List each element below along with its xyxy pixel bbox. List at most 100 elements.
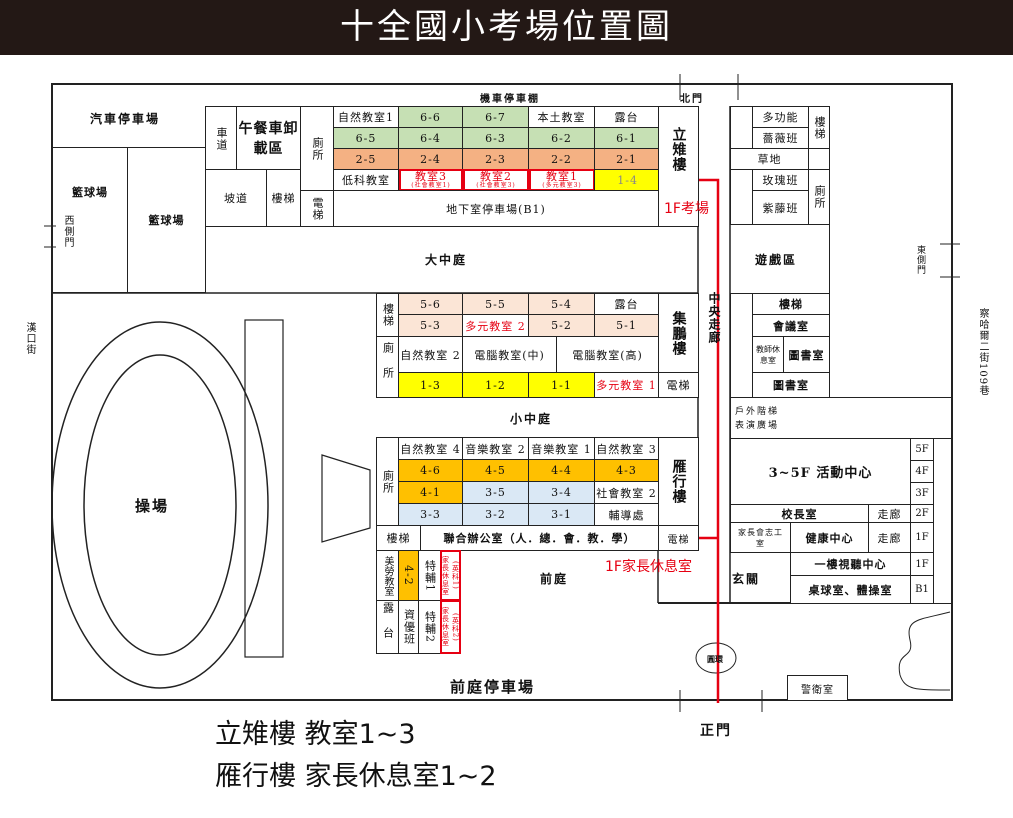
east-street: 察哈爾二街109巷 xyxy=(977,308,988,397)
hallway: 走廊 xyxy=(868,522,911,553)
guard-room: 警衛室 xyxy=(787,675,848,701)
toilet: 廁所 xyxy=(808,169,830,225)
exam-annotation: 1F考場 xyxy=(664,201,709,217)
room: 多元教室 2 xyxy=(462,314,529,337)
campus-boundary xyxy=(51,83,953,701)
exam-room-1[interactable]: 教室1(多元教室3) xyxy=(529,169,595,191)
exam-room-sub: (多元教室3) xyxy=(542,182,582,189)
floor-label: 4F xyxy=(910,460,934,483)
terrace: 露台 xyxy=(594,106,659,128)
big-courtyard: 大中庭 xyxy=(425,253,468,267)
exam-room-3[interactable]: 教室3(社會教室1) xyxy=(399,169,463,191)
west-street: 漢口街 xyxy=(24,322,35,355)
room: 紫藤班 xyxy=(752,190,809,225)
play-area: 遊戲區 xyxy=(755,253,798,267)
stage-shape xyxy=(321,454,371,543)
classroom: 2-1 xyxy=(594,148,659,170)
room: 多元教室 1 xyxy=(594,372,659,398)
motorcycle-shed: 機車停車棚 xyxy=(480,94,540,105)
teacher-lounge: 教師休息室 xyxy=(752,336,784,373)
room: 音樂教室 1 xyxy=(528,437,595,460)
front-parking: 前庭停車場 xyxy=(450,678,536,696)
parent-room-annotation: 1F家長休息室 xyxy=(605,559,692,575)
east-gate: 東側門 xyxy=(915,245,925,275)
parent-lounge-sub: (英科1) xyxy=(451,561,460,590)
empty-column xyxy=(933,438,952,604)
room: 薔薇班 xyxy=(752,127,809,149)
classroom: 6-7 xyxy=(462,106,529,128)
toilet: 廁所 xyxy=(376,336,399,398)
lawn: 草地 xyxy=(730,148,809,170)
legend-line-1: 立雉樓 教室1~3 xyxy=(215,719,416,750)
play-area-box xyxy=(730,224,830,294)
exam-room-2[interactable]: 教室2(社會教室3) xyxy=(463,169,529,191)
parent-lounge-sub: (英科2) xyxy=(451,612,460,642)
parent-lounge-label: 家長休息室 xyxy=(441,607,450,647)
classroom: 6-2 xyxy=(528,127,595,149)
toilet: 廁所 xyxy=(300,106,334,191)
floor-label: 3F xyxy=(910,482,934,505)
playground: 操場 xyxy=(135,497,170,515)
classroom: 1-1 xyxy=(528,372,595,398)
track-outer xyxy=(51,321,269,689)
classroom: 4-6 xyxy=(398,459,463,482)
classroom: 3-5 xyxy=(462,481,529,504)
liya-building: 立雉樓 xyxy=(658,106,699,227)
front-courtyard: 前庭 xyxy=(540,572,569,586)
room: 多功能 xyxy=(752,106,809,128)
art-room: 美勞教室 xyxy=(376,550,399,601)
basketball-court-2: 籃球場 xyxy=(127,147,206,293)
room: 玫瑰班 xyxy=(752,169,809,191)
empty-room xyxy=(730,169,753,225)
special-ed-room: 特輔1 xyxy=(418,550,441,601)
room: 本土教室 xyxy=(528,106,595,128)
floor-label: 2F xyxy=(910,504,934,523)
legend-line-2: 雁行樓 家長休息室1~2 xyxy=(215,761,497,792)
classroom: 4-1 xyxy=(398,481,463,504)
toilet: 廁所 xyxy=(376,437,399,526)
meeting-room: 會議室 xyxy=(752,314,830,337)
classroom: 5-5 xyxy=(462,293,529,315)
empty-room xyxy=(808,148,830,170)
parent-lounge-2[interactable]: 家長休息室(英科2) xyxy=(440,600,461,654)
parent-lounge-1[interactable]: 家長休息室(英科1) xyxy=(440,550,461,601)
room: 自然教室1 xyxy=(333,106,399,128)
classroom: 6-1 xyxy=(594,127,659,149)
classroom: 6-3 xyxy=(462,127,529,149)
entrance: 玄關 xyxy=(732,572,761,586)
room: 音樂教室 2 xyxy=(462,437,529,460)
classroom: 6-5 xyxy=(333,127,399,149)
room: 社會教室 2 xyxy=(594,481,659,504)
stairs: 樓梯 xyxy=(752,293,830,315)
floor-label: 5F xyxy=(910,438,934,461)
empty-room xyxy=(730,106,753,149)
classroom: 3-3 xyxy=(398,503,463,526)
main-gate[interactable]: 正門 xyxy=(700,723,732,739)
room: 自然教室 3 xyxy=(594,437,659,460)
classroom: 4-2 xyxy=(398,550,419,601)
classroom: 1-4 xyxy=(594,169,659,191)
driveway: 車道 xyxy=(205,106,237,170)
room: 自然教室 2 xyxy=(398,336,463,373)
exam-room-sub: (社會教室3) xyxy=(476,182,516,189)
classroom: 6-6 xyxy=(398,106,463,128)
stairs: 樓梯 xyxy=(266,169,301,227)
yanxing-building: 雁行樓 xyxy=(658,437,699,526)
elevator: 電梯 xyxy=(300,190,334,227)
floor-label: B1 xyxy=(910,575,934,604)
classroom: 2-4 xyxy=(398,148,463,170)
classroom: 5-3 xyxy=(398,314,463,337)
classroom: 5-6 xyxy=(398,293,463,315)
west-gate: 西側門 xyxy=(62,215,73,248)
terrace: 露台 xyxy=(594,293,659,315)
performance-plaza: 表演廣場 xyxy=(735,421,780,431)
joint-office: 聯合辦公室（人．總．會．教．學） xyxy=(420,525,659,551)
elevator: 電梯 xyxy=(658,525,699,551)
car-park: 汽車停車場 xyxy=(90,112,161,126)
hallway: 走廊 xyxy=(868,504,911,523)
b1-parking: 地下室停車場(B1) xyxy=(333,190,659,227)
terrace: 露台 xyxy=(376,600,399,654)
gifted-class: 資優班 xyxy=(398,600,419,654)
outdoor-stairs: 戶外階梯 xyxy=(735,407,780,417)
track-inner xyxy=(83,354,237,656)
